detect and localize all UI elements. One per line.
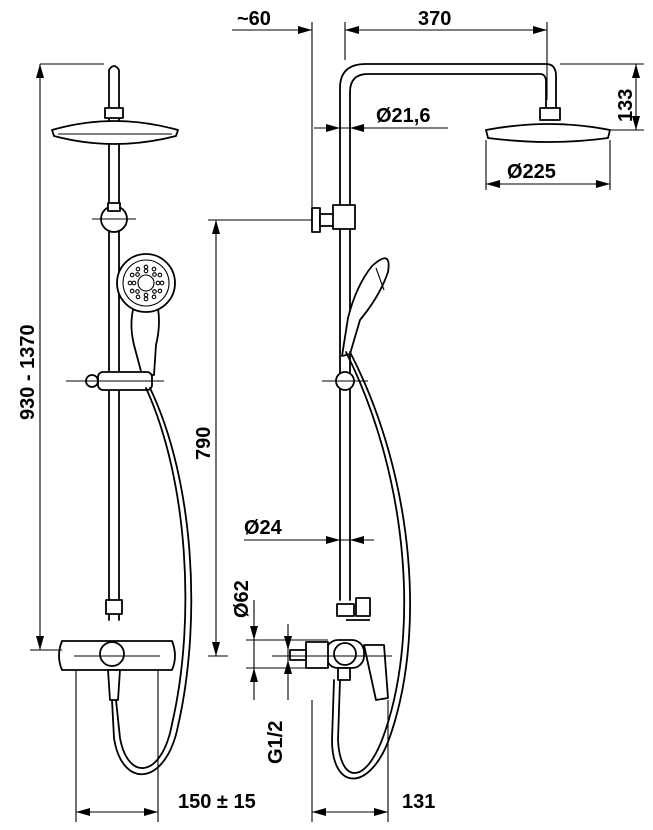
side-riser-with-arm <box>339 63 557 601</box>
side-hand-shower <box>341 257 390 357</box>
label-total-height: 930 - 1370 <box>17 324 39 420</box>
label-inlet-spacing: 150 ± 15 <box>178 791 256 813</box>
side-hose <box>337 351 406 774</box>
side-slide-bracket <box>322 371 368 391</box>
front-riser-pipe <box>108 65 120 621</box>
front-rain-head <box>51 120 179 145</box>
label-pipe-height: 790 <box>193 427 215 460</box>
label-arm-diameter: Ø21,6 <box>376 105 430 127</box>
label-wall-projection: 131 <box>402 791 435 813</box>
side-rain-head <box>485 107 611 143</box>
side-mixer-assembly <box>272 597 392 701</box>
label-head-height: 133 <box>615 89 637 122</box>
front-hand-shower <box>116 253 176 376</box>
label-arm-length: 370 <box>418 8 451 30</box>
dimension-lines <box>30 22 644 822</box>
label-head-diameter: Ø225 <box>507 161 556 183</box>
label-thread: G1/2 <box>265 721 287 764</box>
front-lower-clamp <box>105 599 123 615</box>
front-slide-bracket <box>66 371 164 391</box>
front-hose <box>115 387 187 769</box>
side-view <box>272 63 611 780</box>
dimension-labels: ~60 370 133 Ø21,6 Ø225 930 - 1370 790 Ø2… <box>17 8 637 813</box>
label-rail-diameter: Ø24 <box>244 517 283 539</box>
front-view <box>51 65 193 776</box>
side-upper-mount <box>311 204 356 233</box>
front-head-nut <box>104 107 124 119</box>
front-mixer-body <box>58 640 176 701</box>
label-escutcheon-diameter: Ø62 <box>231 580 253 618</box>
front-upper-bracket <box>92 202 136 233</box>
label-arm-offset: ~60 <box>237 8 271 30</box>
